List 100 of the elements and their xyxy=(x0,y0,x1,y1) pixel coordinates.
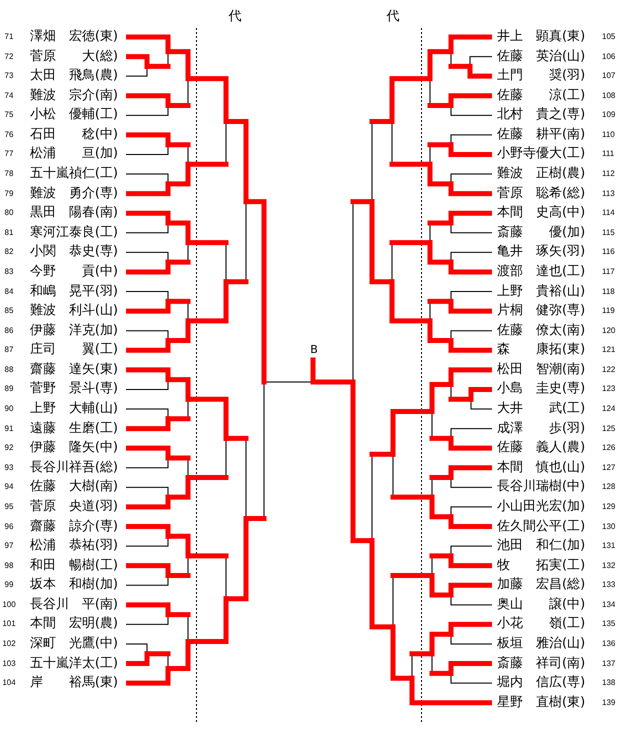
player-name: 星野 直樹(東) xyxy=(497,694,586,711)
player-name: 齋藤 達矢(東) xyxy=(30,362,118,378)
entry-number: 73 xyxy=(4,71,14,82)
entry-number: 132 xyxy=(602,560,616,571)
player-name: 佐藤 涼(工) xyxy=(497,88,586,104)
entry-number: 72 xyxy=(4,52,14,62)
player-name: 澤畑 宏徳(東) xyxy=(30,29,118,45)
player-name: 本間 慎也(山) xyxy=(497,460,586,476)
player-name: 加藤 宏昌(総) xyxy=(497,577,586,594)
player-name: 菅野 景斗(専) xyxy=(30,381,118,398)
entry-number: 136 xyxy=(602,638,616,649)
player-name: 伊藤 隆矢(中) xyxy=(30,440,118,456)
entry-number: 137 xyxy=(602,658,616,669)
entry-number: 94 xyxy=(4,482,14,492)
entry-number: 117 xyxy=(602,266,615,277)
player-name: 佐藤 僚太(南) xyxy=(497,322,586,339)
player-name: 小関 恭史(専) xyxy=(30,244,118,260)
entry-number: 95 xyxy=(4,502,14,512)
player-name: 小島 圭史(専) xyxy=(497,381,586,398)
player-name: 深町 光鷹(中) xyxy=(30,636,118,652)
entry-number: 126 xyxy=(602,443,616,454)
entry-number: 105 xyxy=(602,32,616,42)
player-name: 松浦 恭祐(羽) xyxy=(30,538,118,554)
entry-number: 106 xyxy=(602,52,616,62)
entry-number: 102 xyxy=(2,638,16,649)
player-name: 森 康拓(東) xyxy=(497,342,586,358)
entry-number: 111 xyxy=(602,149,614,160)
entry-number: 91 xyxy=(4,424,14,434)
player-name: 坂本 和樹(加) xyxy=(30,577,118,594)
player-name: 難波 勇介(専) xyxy=(30,186,118,202)
entry-number: 80 xyxy=(4,208,14,218)
qualifier-heading: 代 xyxy=(386,10,400,24)
player-name: 岸 裕馬(東) xyxy=(30,675,118,692)
player-name: 難波 宗介(南) xyxy=(30,88,118,104)
entry-number: 77 xyxy=(4,149,14,160)
player-name: 和嶋 晃平(羽) xyxy=(30,284,118,300)
player-name: 菅原 聡希(総) xyxy=(497,186,586,202)
player-name: 松田 智潮(南) xyxy=(497,362,586,378)
player-name: 小松 優輔(工) xyxy=(30,107,118,124)
player-name: 小山田光宏(加) xyxy=(497,498,586,515)
entry-number: 130 xyxy=(602,522,616,532)
entry-number: 113 xyxy=(602,188,615,199)
entry-number: 84 xyxy=(4,286,14,297)
entry-number: 110 xyxy=(602,130,615,140)
player-name: 本間 宏明(農) xyxy=(30,616,118,632)
player-name: 奥山 譲(中) xyxy=(497,596,586,613)
entry-number: 85 xyxy=(4,306,14,316)
player-name: 長谷川 平(南) xyxy=(30,596,118,613)
player-name: 佐藤 大樹(南) xyxy=(30,479,118,496)
entry-number: 138 xyxy=(602,678,616,688)
player-name: 斎藤 祥司(南) xyxy=(497,656,586,672)
entry-number: 129 xyxy=(602,502,616,512)
player-name: 堀内 信広(専) xyxy=(497,675,586,692)
entry-number: 123 xyxy=(602,384,616,394)
entry-number: 71 xyxy=(4,32,14,42)
entry-number: 114 xyxy=(602,208,615,218)
entry-number: 92 xyxy=(4,443,14,454)
player-name: 和田 暢樹(工) xyxy=(30,558,118,574)
entry-number: 124 xyxy=(602,404,616,414)
player-name: 牧 拓実(工) xyxy=(497,558,586,574)
entry-number: 121 xyxy=(602,345,616,356)
player-name: 今野 貢(中) xyxy=(30,264,118,280)
entry-number: 74 xyxy=(4,90,14,101)
player-name: 佐藤 英治(山) xyxy=(497,48,586,65)
player-name: 五十嵐禎仁(工) xyxy=(30,166,118,182)
entry-number: 101 xyxy=(2,619,16,630)
player-name: 渡部 達也(工) xyxy=(497,264,586,280)
entry-number: 87 xyxy=(4,345,14,356)
player-name: 井上 顕真(東) xyxy=(497,29,586,45)
player-name: 板垣 雅治(山) xyxy=(497,636,586,652)
entry-number: 107 xyxy=(602,71,616,82)
entry-number: 139 xyxy=(602,698,616,708)
entry-number: 115 xyxy=(602,228,615,238)
entry-number: 108 xyxy=(602,90,616,101)
player-name: 寒河江泰良(工) xyxy=(30,224,118,241)
player-name: 石田 稔(中) xyxy=(30,126,118,143)
entry-number: 98 xyxy=(4,560,14,571)
entry-number: 118 xyxy=(602,286,615,297)
player-name: 伊藤 洋克(加) xyxy=(30,322,118,339)
player-name: 池田 和仁(加) xyxy=(497,538,586,554)
entry-number: 104 xyxy=(2,678,16,688)
player-name: 庄司 翼(工) xyxy=(30,342,118,358)
entry-number: 75 xyxy=(4,110,14,120)
player-name: 難波 利斗(山) xyxy=(30,303,118,320)
player-name: 黒田 陽春(南) xyxy=(30,205,118,222)
block-label: B xyxy=(310,344,318,356)
qualifier-heading: 代 xyxy=(228,10,242,24)
player-name: 菅原 大(総) xyxy=(30,48,118,65)
entry-number: 89 xyxy=(4,384,14,394)
entry-number: 133 xyxy=(602,580,616,590)
player-name: 本間 史高(中) xyxy=(497,205,586,222)
entry-number: 96 xyxy=(4,522,14,532)
entry-number: 82 xyxy=(4,247,14,258)
entry-number: 122 xyxy=(602,364,616,375)
player-name: 難波 正樹(農) xyxy=(497,166,586,182)
player-name: 亀井 琢矢(羽) xyxy=(497,244,586,260)
player-name: 遠藤 生磨(工) xyxy=(30,420,118,437)
player-name: 上野 大輔(山) xyxy=(30,401,118,418)
player-name: 太田 飛鳥(農) xyxy=(30,68,118,84)
entry-number: 100 xyxy=(2,600,16,610)
